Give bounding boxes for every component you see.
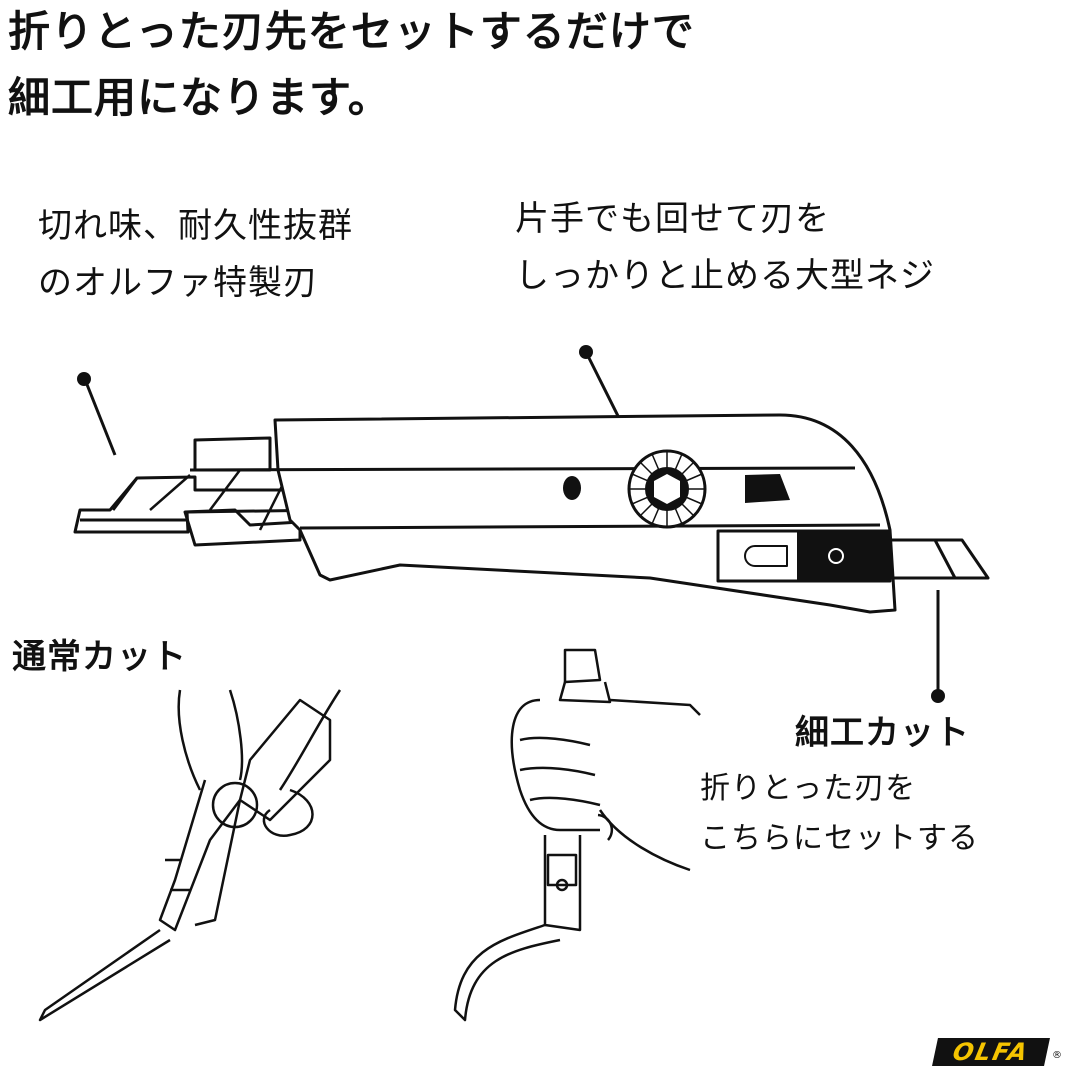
olfa-logo: OLFA (932, 1038, 1050, 1066)
registered-mark: ® (1052, 1050, 1062, 1061)
detail-cut-note-line-1: 折りとった刃を (700, 771, 917, 806)
detail-cut-note-line-2: こちらにセットする (700, 821, 979, 856)
blade-callout-line-2: のオルファ特製刃 (38, 263, 318, 303)
hand-detail-cut (453, 648, 701, 1022)
headline-line-2: 細工用になります。 (8, 73, 391, 122)
detail-blade-holder (716, 529, 990, 583)
normal-cut-label: 通常カット (12, 637, 187, 677)
screw-callout-line-2: しっかりと止める大型ネジ (515, 256, 935, 296)
screw-callout-line-1: 片手でも回せて刃を (515, 199, 830, 239)
hand-normal-cut (38, 689, 342, 1022)
screw-dial-icon (627, 449, 707, 529)
leader-lines (77, 345, 945, 703)
olfa-logo-text: OLFA (950, 1038, 1032, 1066)
headline-line-1: 折りとった刃先をセットするだけで (8, 7, 695, 56)
blade-callout-line-1: 切れ味、耐久性抜群 (38, 206, 353, 246)
detail-cut-label: 細工カット (795, 713, 970, 753)
